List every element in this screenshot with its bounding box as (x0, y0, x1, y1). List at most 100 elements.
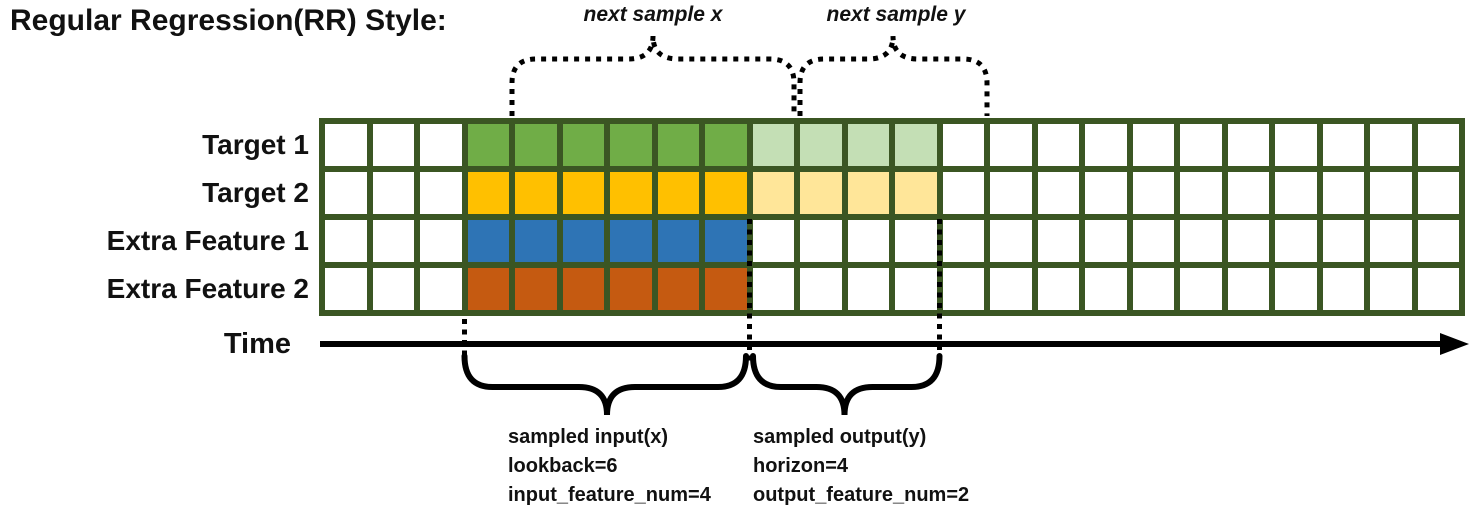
grid-cell (1085, 220, 1127, 262)
grid-cell (610, 268, 652, 310)
grid-cell (1322, 124, 1364, 166)
grid-cell (752, 220, 794, 262)
grid-cell (657, 124, 699, 166)
grid-cell (847, 268, 889, 310)
sampled-input-annotation: sampled input(x) lookback=6 input_featur… (508, 423, 711, 510)
sampled-input-line: sampled input(x) (508, 426, 669, 448)
grid-cell (800, 220, 842, 262)
grid-cell (420, 124, 462, 166)
grid-cell (1085, 268, 1127, 310)
row-label-extra-feature-1: Extra Feature 1 (106, 225, 309, 256)
horizon-line: horizon=4 (753, 455, 849, 477)
input-feature-num-line: input_feature_num=4 (508, 484, 711, 506)
grid-cell (990, 124, 1032, 166)
output-feature-num-line: output_feature_num=2 (753, 484, 970, 506)
grid-cell (1370, 172, 1412, 214)
grid-cell (705, 124, 747, 166)
grid-cell (1180, 172, 1222, 214)
next-sample-y-label: next sample y (826, 3, 966, 26)
grid-cell (1322, 220, 1364, 262)
grid-cell (1417, 124, 1459, 166)
lookback-line: lookback=6 (508, 455, 618, 477)
grid-cell (1037, 268, 1079, 310)
grid-cell (1180, 220, 1222, 262)
grid-cell (1132, 172, 1174, 214)
grid-cell (942, 172, 984, 214)
grid-cell (847, 220, 889, 262)
grid-cell (515, 220, 557, 262)
grid-cell (1227, 124, 1269, 166)
grid-cell (372, 172, 414, 214)
next-sample-x-brace (509, 35, 797, 116)
row-label-target-1: Target 1 (202, 129, 309, 160)
grid-cell (895, 172, 937, 214)
grid-cell (1370, 124, 1412, 166)
grid-cell (657, 172, 699, 214)
grid-cell (705, 172, 747, 214)
grid-cell (325, 268, 367, 310)
grid-cell (1132, 124, 1174, 166)
grid-cell (1132, 220, 1174, 262)
grid-cell (752, 124, 794, 166)
grid-cell (467, 172, 509, 214)
grid-cell (1132, 268, 1174, 310)
grid-cell (325, 172, 367, 214)
grid-cell (1037, 220, 1079, 262)
grid-cell (467, 220, 509, 262)
grid-cell (562, 220, 604, 262)
grid-cell (705, 268, 747, 310)
grid-cell (847, 124, 889, 166)
grid-cell (610, 172, 652, 214)
grid-cell (1227, 220, 1269, 262)
grid-cell (1037, 124, 1079, 166)
grid-cell (515, 268, 557, 310)
grid-cell (515, 124, 557, 166)
grid-cell (1417, 220, 1459, 262)
grid-cell (325, 124, 367, 166)
grid-cell (705, 220, 747, 262)
grid-cell (1275, 124, 1317, 166)
grid-cell (1275, 220, 1317, 262)
grid-cell (990, 172, 1032, 214)
sampled-output-line: sampled output(y) (753, 426, 927, 448)
time-axis-label: Time (223, 328, 291, 360)
grid-cell (657, 220, 699, 262)
grid-cell (420, 172, 462, 214)
grid-cell (800, 268, 842, 310)
grid-cell (990, 220, 1032, 262)
grid-cell (1180, 124, 1222, 166)
grid-cell (1322, 268, 1364, 310)
grid-cell (562, 124, 604, 166)
grid-cell (372, 124, 414, 166)
sample-grid (319, 118, 1465, 316)
grid-cell (1227, 268, 1269, 310)
grid-cell (895, 220, 937, 262)
grid-cell (752, 172, 794, 214)
grid-cell (420, 220, 462, 262)
grid-cell (562, 172, 604, 214)
grid-cell (420, 268, 462, 310)
grid-cell (657, 268, 699, 310)
grid-cell (515, 172, 557, 214)
sampled-input-brace (461, 353, 749, 416)
next-sample-x-label: next sample x (583, 3, 723, 26)
grid-cell (1275, 268, 1317, 310)
grid-cell (942, 220, 984, 262)
grid-cell (1370, 220, 1412, 262)
sampled-output-annotation: sampled output(y) horizon=4 output_featu… (753, 423, 969, 510)
grid-cell (1417, 268, 1459, 310)
grid-cell (1322, 172, 1364, 214)
grid-cell (372, 220, 414, 262)
grid-cell (372, 268, 414, 310)
grid-cell (610, 124, 652, 166)
grid-cell (562, 268, 604, 310)
grid-cell (1370, 268, 1412, 310)
grid-cell (800, 172, 842, 214)
grid-cell (1275, 172, 1317, 214)
grid-cell (895, 268, 937, 310)
grid-cell (1085, 172, 1127, 214)
grid-cell (467, 268, 509, 310)
grid-cell (942, 268, 984, 310)
grid-cell (1037, 172, 1079, 214)
